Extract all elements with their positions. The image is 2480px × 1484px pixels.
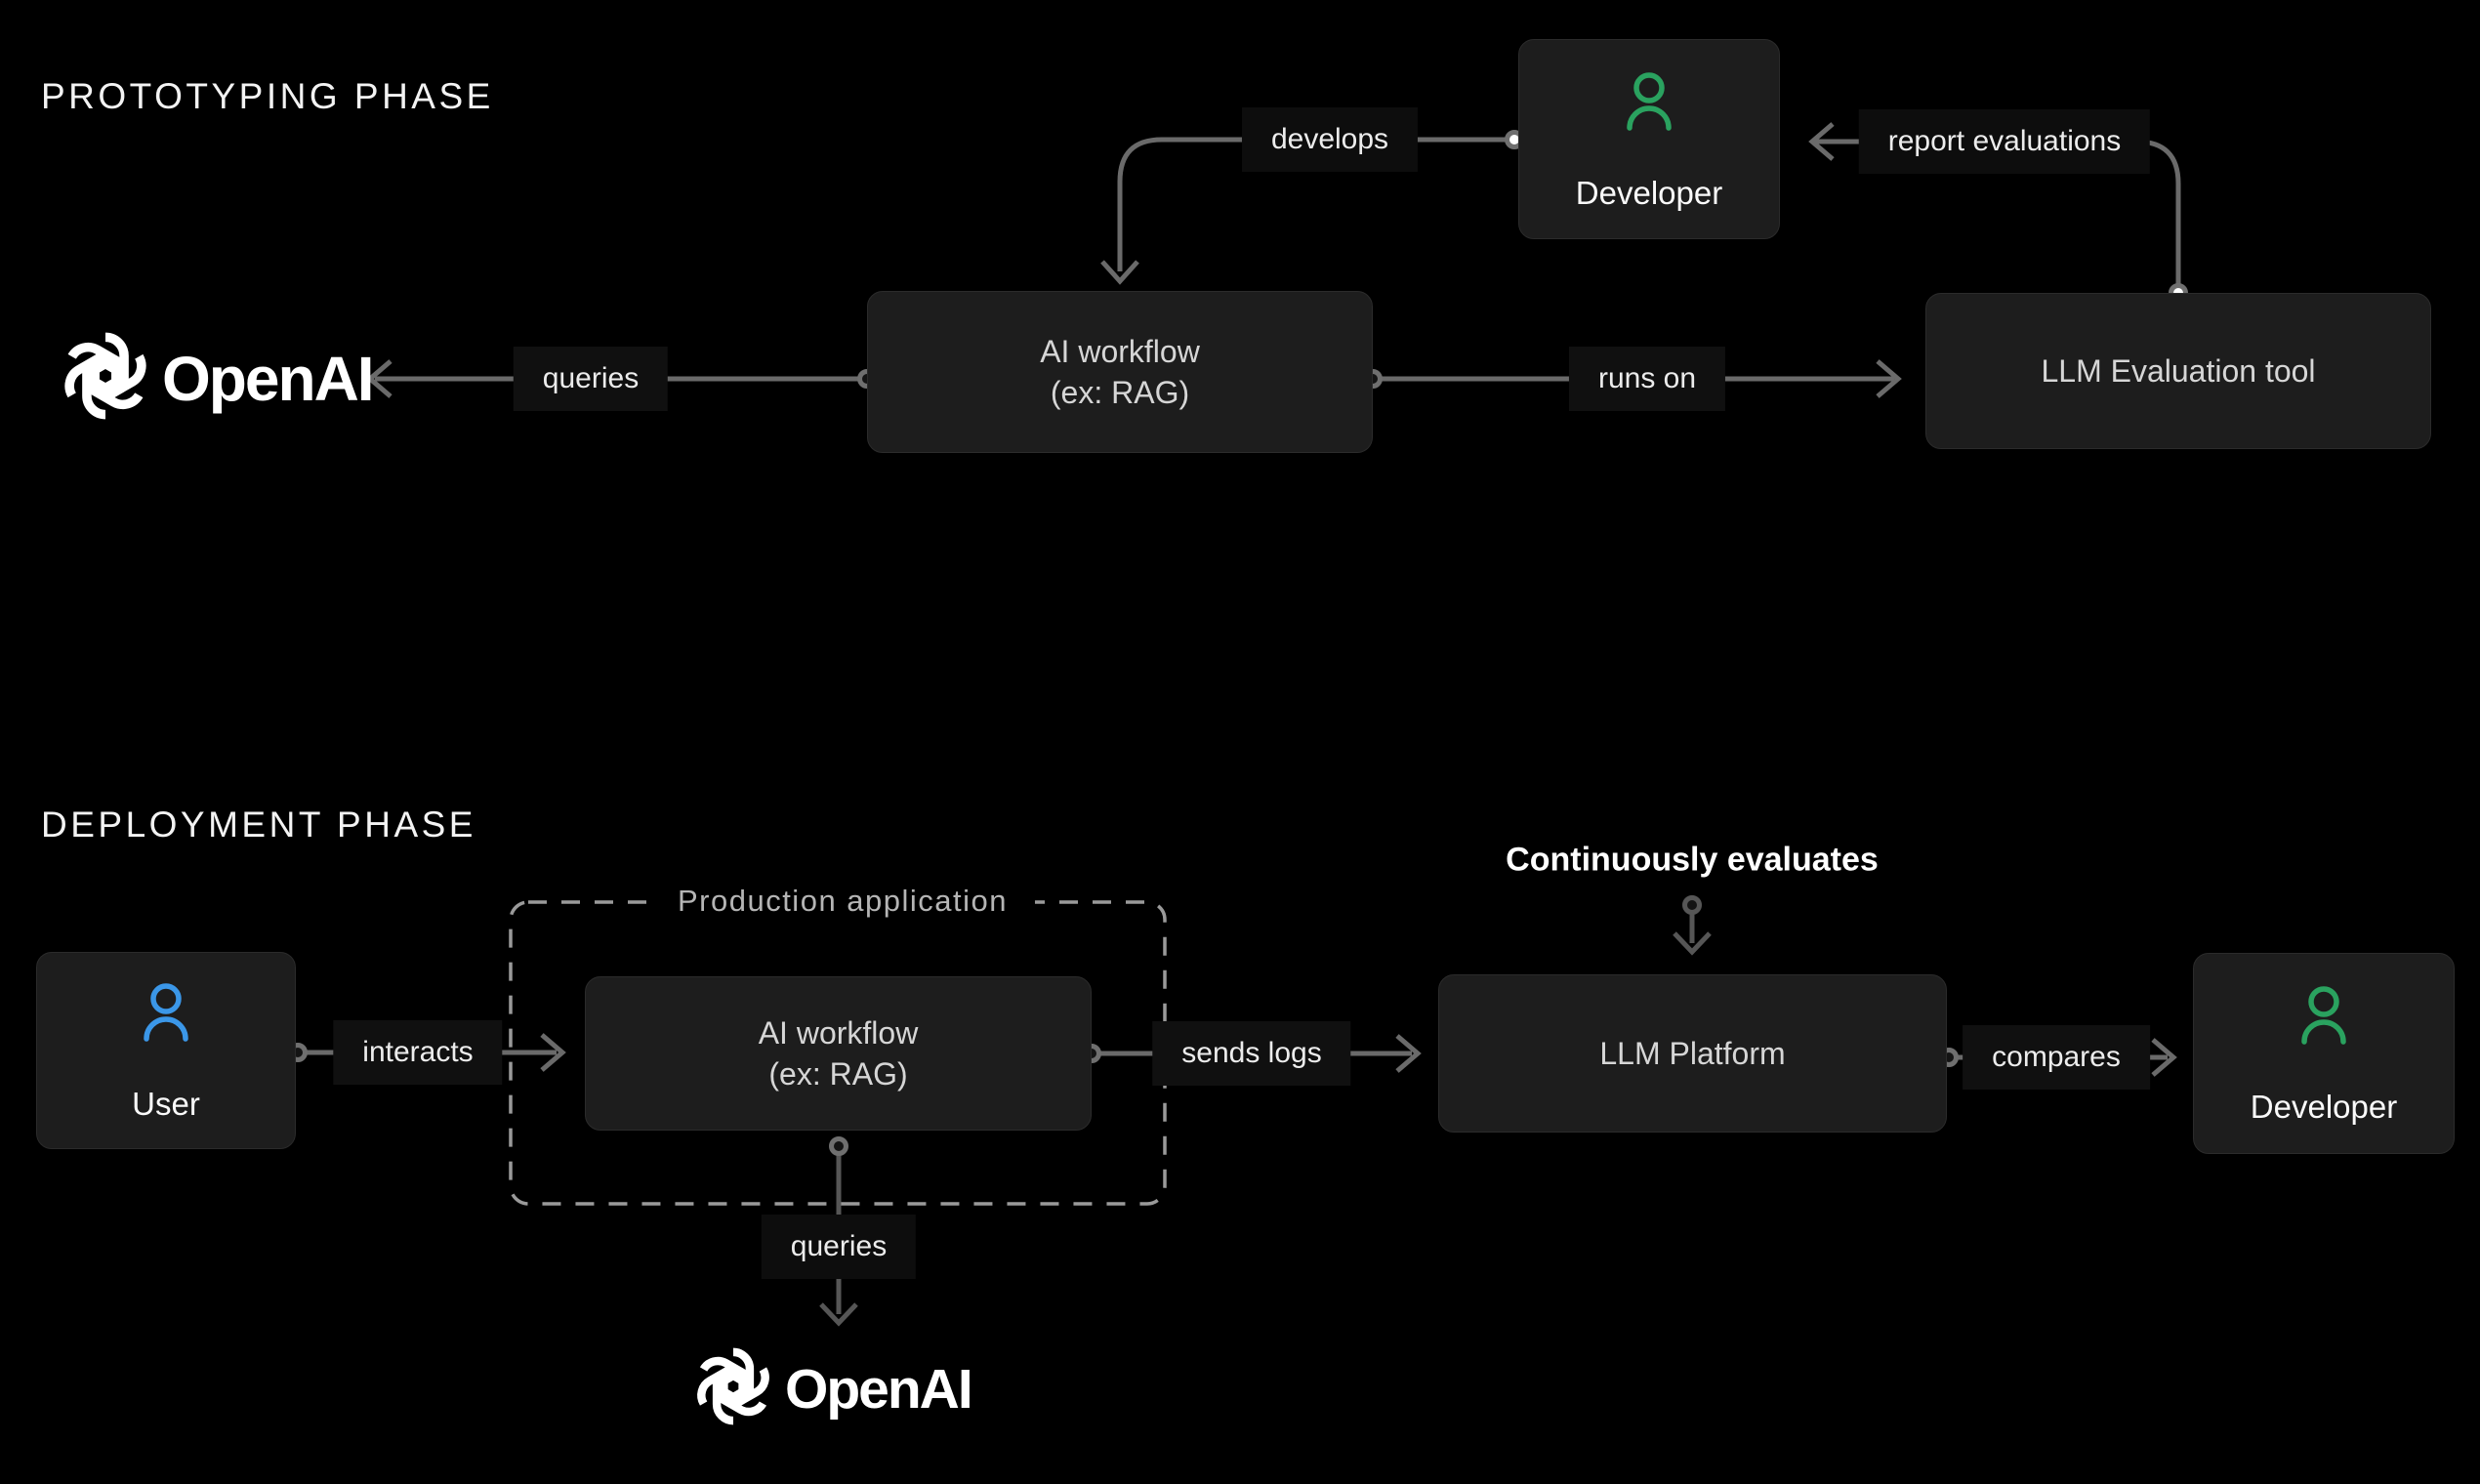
developer2-node-label: Developer [2250, 1089, 2398, 1126]
ai-workflow-node-bottom: AI workflow (ex: RAG) [585, 976, 1092, 1131]
prototyping-phase-heading: PROTOTYPING PHASE [41, 76, 494, 116]
developer-node-label: Developer [1575, 174, 1723, 211]
llm-evaluation-tool-node: LLM Evaluation tool [1925, 293, 2431, 449]
ai-workflow-line2: (ex: RAG) [1050, 375, 1190, 410]
compares-edge-label: compares [1963, 1025, 2150, 1090]
ai-workflow2-line1: AI workflow [758, 1014, 919, 1051]
developer2-person-icon [2286, 978, 2362, 1060]
openai-logo-top: OpenAI [62, 330, 375, 427]
ai-workflow2-line2: (ex: RAG) [768, 1056, 908, 1092]
continuously-evaluates-label: Continuously evaluates [1506, 841, 1879, 879]
queries-edge-label: queries [513, 347, 669, 411]
interacts-arrowhead-icon [540, 1033, 566, 1072]
openai-wordmark2: OpenAI [785, 1357, 973, 1421]
openai-mark2-icon [695, 1345, 771, 1432]
connector-dot-ai-workflow2-bottom [829, 1136, 848, 1156]
queries-bottom-edge-label: queries [761, 1215, 917, 1279]
user-node: User [36, 952, 296, 1149]
queries-bottom-arrowhead-icon [819, 1302, 858, 1327]
report-evaluations-arrowhead-icon [1808, 122, 1835, 161]
developer-node-top: Developer [1518, 39, 1780, 239]
llm-evaluation-tool-label: LLM Evaluation tool [2041, 352, 2316, 389]
runs-on-edge-label: runs on [1568, 347, 1726, 411]
ai-workflow-node-top: AI workflow (ex: RAG) [867, 291, 1373, 453]
production-application-label: Production application [649, 880, 1036, 923]
queries-arrowhead-icon [366, 359, 393, 398]
user-person-icon [128, 975, 204, 1057]
openai-mark-icon [62, 330, 148, 427]
openai-wordmark: OpenAI [162, 343, 375, 414]
report-evaluations-edge-label: report evaluations [1858, 109, 2151, 174]
developer-node-bottom: Developer [2193, 953, 2455, 1154]
develops-arrowhead-icon [1100, 260, 1139, 285]
deployment-phase-heading: DEPLOYMENT PHASE [41, 804, 476, 845]
develops-edge-label: develops [1241, 107, 1419, 172]
compares-arrowhead-icon [2151, 1038, 2177, 1077]
user-node-label: User [132, 1086, 200, 1123]
runs-on-arrowhead-icon [1876, 359, 1902, 398]
openai-logo-bottom: OpenAI [695, 1345, 973, 1432]
developer-person-icon [1611, 64, 1687, 146]
sends-logs-arrowhead-icon [1395, 1034, 1422, 1073]
connector-dot-continuously-evaluates [1682, 895, 1702, 915]
interacts-edge-label: interacts [333, 1020, 503, 1085]
continuously-evaluates-arrowhead-icon [1673, 931, 1712, 956]
llm-platform-label: LLM Platform [1599, 1035, 1786, 1071]
sends-logs-edge-label: sends logs [1152, 1021, 1351, 1086]
llm-platform-node: LLM Platform [1438, 974, 1947, 1133]
ai-workflow-line1: AI workflow [1040, 333, 1200, 369]
